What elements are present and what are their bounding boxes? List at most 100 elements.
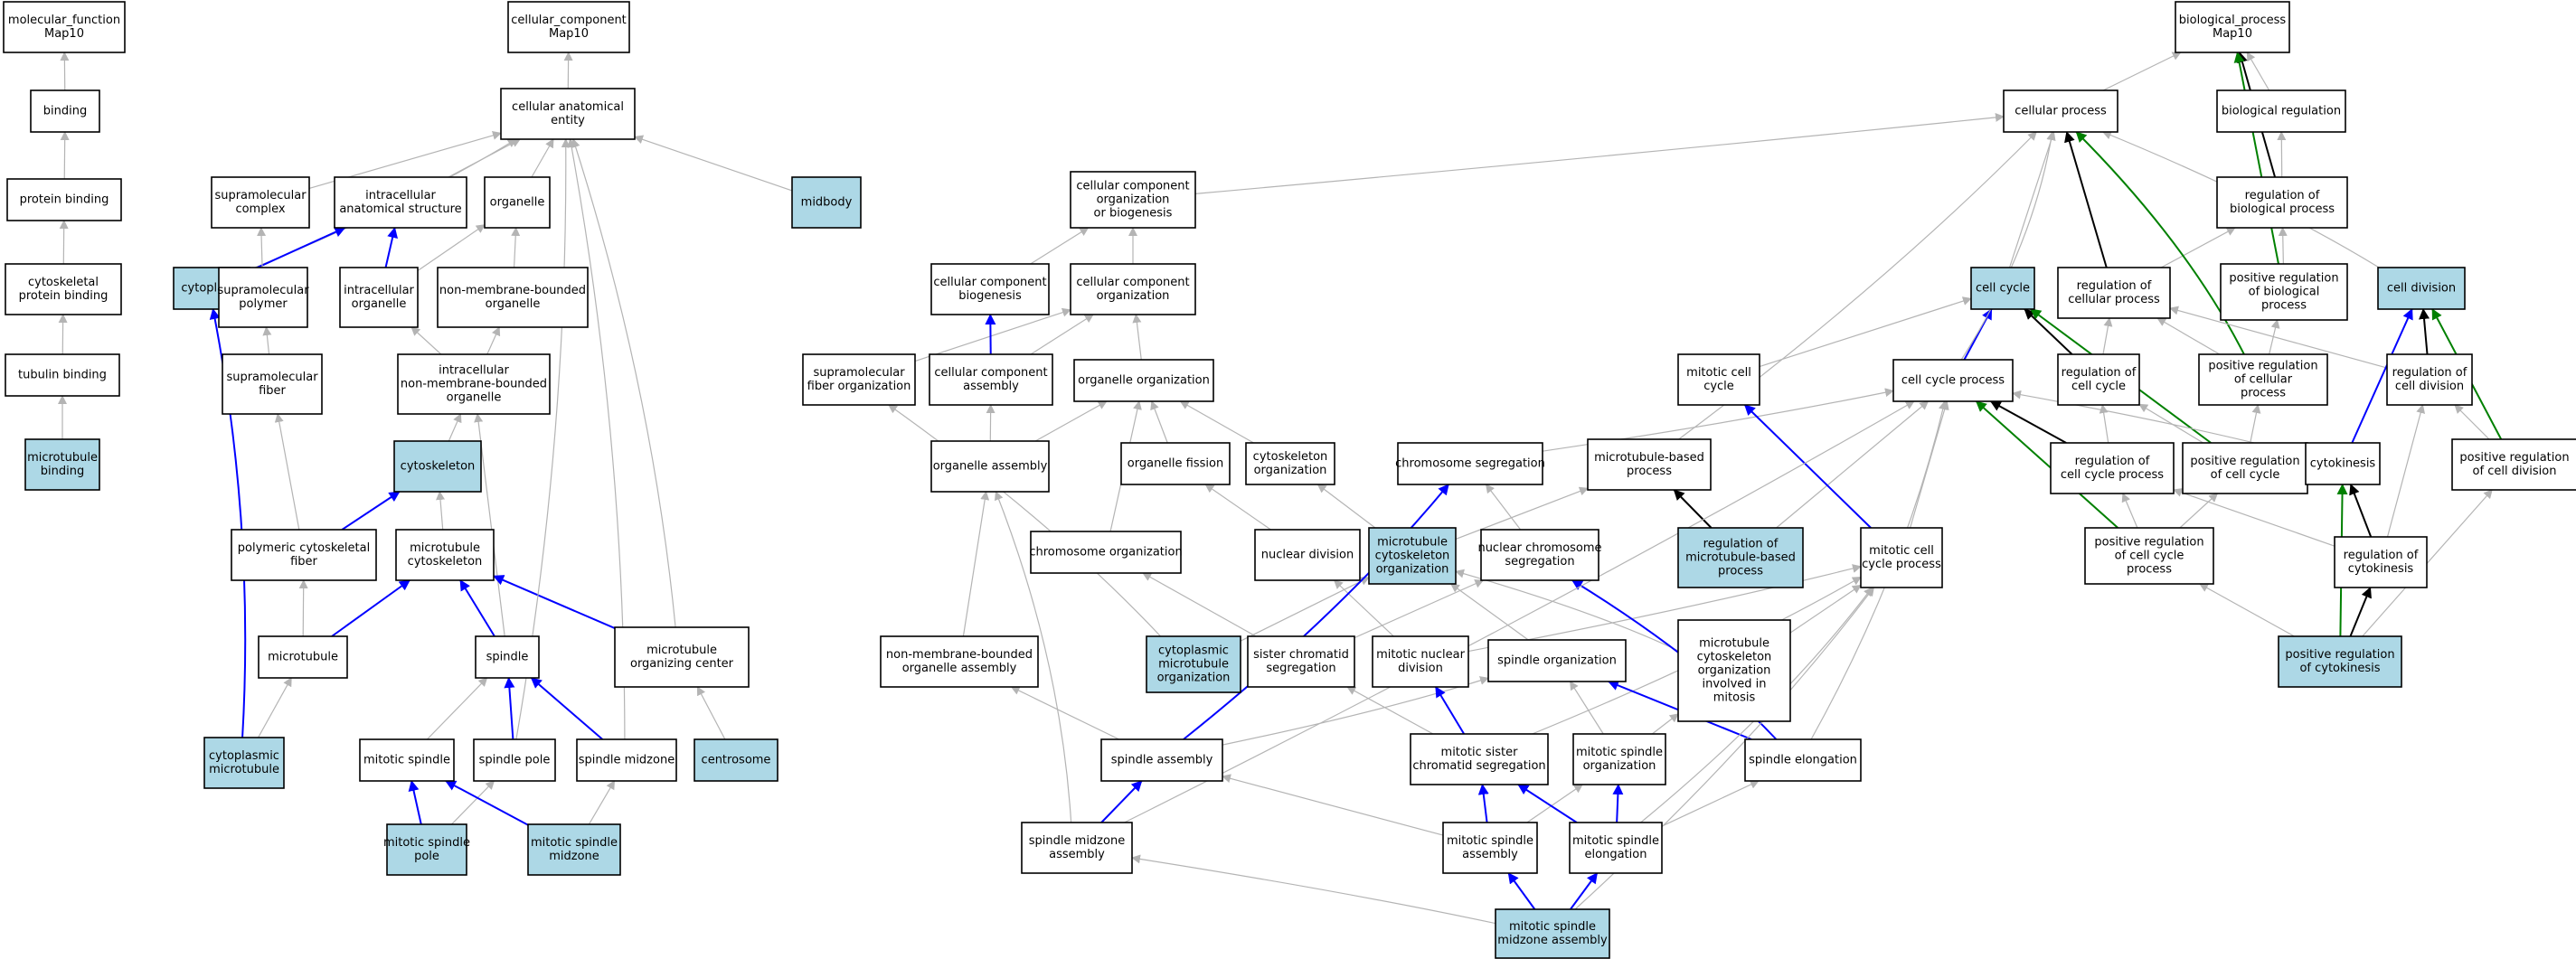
node-label-line: microtubule [1699,637,1769,651]
node-box [791,176,862,229]
node-label-line: non-membrane-bounded [886,648,1033,662]
node-intracellular-nmb-organelle[interactable]: intracellularnon-membrane-boundedorganel… [397,353,551,415]
node-label-line: microtubule [268,651,338,664]
node-cellular-process[interactable]: cellular process [2003,89,2118,133]
node-spindle-elongation[interactable]: spindle elongation [1744,738,1862,782]
node-label-line: molecular_function [8,14,120,27]
node-spindle-pole[interactable]: spindle pole [473,738,556,782]
edge-nuclear_chromosome_segregation-to-chromosome_segregation [1485,484,1522,531]
node-spindle-organization[interactable]: spindle organization [1487,639,1627,682]
node-nuclear-division[interactable]: nuclear division [1254,529,1361,581]
node-box [1372,635,1469,688]
node-chromosome-segregation[interactable]: chromosome segregation [1395,442,1545,485]
node-protein-binding[interactable]: protein binding [6,178,122,221]
node-box [359,738,455,782]
node-cytoskeleton[interactable]: cytoskeleton [393,440,482,493]
node-microtubule[interactable]: microtubule [258,635,348,679]
node-organelle-assembly[interactable]: organelle assembly [930,440,1050,493]
node-label-line: organelle [352,297,407,311]
node-organelle-fission[interactable]: organelle fission [1120,442,1231,485]
node-mitotic-spindle[interactable]: mitotic spindle [359,738,455,782]
node-cytokinesis[interactable]: cytokinesis [2305,442,2381,485]
node-cell-cycle[interactable]: cell cycle [1970,267,2035,310]
node-cell-division[interactable]: cell division [2377,267,2466,310]
node-binding[interactable]: binding [30,89,100,133]
node-label-line: positive regulation [2459,451,2569,465]
node-spindle-assembly[interactable]: spindle assembly [1100,738,1223,782]
node-box [1397,442,1543,485]
node-box [334,176,467,229]
node-spindle-midzone[interactable]: spindle midzone [576,738,677,782]
edge-spindle_midzone_assembly-to-cell_cycle_process [1124,400,1915,823]
node-tubulin-binding[interactable]: tubulin binding [5,353,120,397]
node-label-line: regulation of [2245,189,2320,202]
node-organelle[interactable]: organelle [484,176,551,229]
node-midbody[interactable]: midbody [791,176,862,229]
node-box [1247,635,1355,688]
node-organelle-organization[interactable]: organelle organization [1073,359,1214,402]
node-chromosome-organization[interactable]: chromosome organization [1029,531,1183,574]
node-label-line: organization [1157,672,1231,685]
node-mt-cyto-org-mitosis[interactable]: microtubulecytoskeletonorganizationinvol… [1677,619,1791,722]
node-box [2216,176,2348,229]
edge-nuclear_division-to-organelle_fission [1204,484,1271,531]
node-spindle[interactable]: spindle [475,635,540,679]
node-cell-cycle-process[interactable]: cell cycle process [1892,359,2014,402]
node-centrosome[interactable]: centrosome [694,738,778,782]
node-biological-regulation[interactable]: biological regulation [2216,89,2346,133]
